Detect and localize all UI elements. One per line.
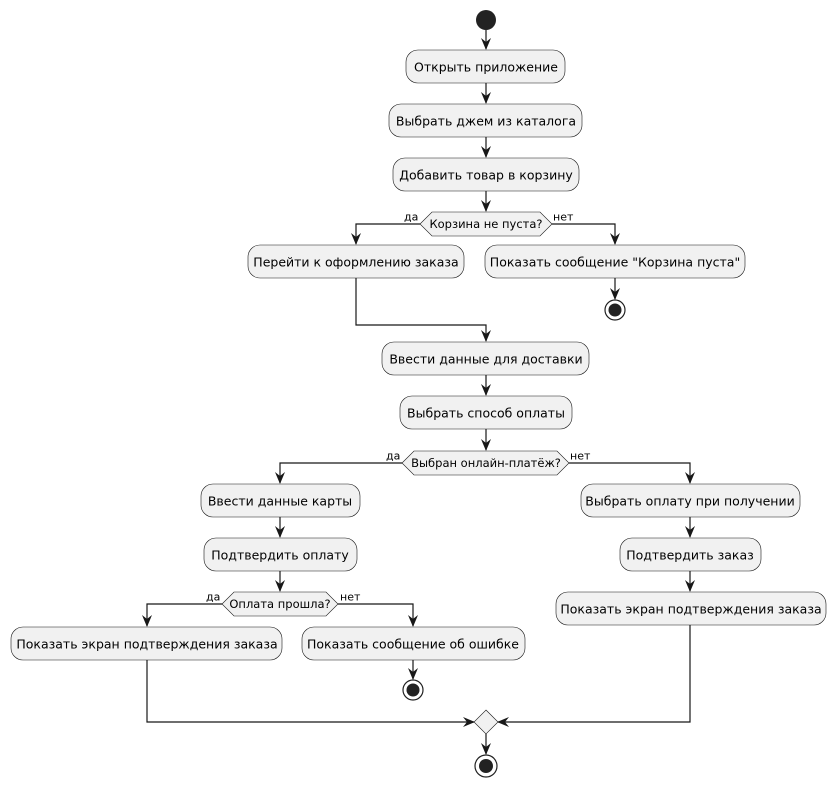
edges [142,30,695,755]
svg-text:Показать экран подтверждения з: Показать экран подтверждения заказа [560,602,821,617]
action-confirm-order: Подтвердить заказ [619,537,762,572]
svg-text:Ввести данные для доставки: Ввести данные для доставки [389,352,582,367]
guard-no: нет [570,450,591,463]
action-show-confirmation-left: Показать экран подтверждения заказа [10,626,283,661]
guard-yes: да [386,450,400,463]
svg-text:Ввести данные карты: Ввести данные карты [208,494,352,509]
action-open-app: Открыть приложение [405,49,566,84]
start-node [476,10,496,30]
action-show-error: Показать сообщение об ошибке [301,626,526,661]
svg-text:Показать сообщение об ошибке: Показать сообщение об ошибке [307,637,519,652]
action-enter-delivery: Ввести данные для доставки [381,341,590,376]
decision-cart-not-empty: Корзина не пуста? да нет [404,211,574,237]
svg-text:Перейти к оформлению заказа: Перейти к оформлению заказа [253,255,458,270]
svg-text:Показать экран подтверждения з: Показать экран подтверждения заказа [16,637,277,652]
svg-text:Выбрать оплату при получении: Выбрать оплату при получении [585,494,794,509]
guard-no: нет [553,211,574,224]
action-choose-jam: Выбрать джем из каталога [388,103,583,138]
svg-text:Подтвердить оплату: Подтвердить оплату [211,548,349,563]
action-add-to-cart: Добавить товар в корзину [392,157,580,192]
action-choose-payment: Выбрать способ оплаты [399,395,573,430]
action-go-checkout: Перейти к оформлению заказа [247,244,465,279]
guard-yes: да [404,211,418,224]
guard-no: нет [340,591,361,604]
svg-text:Оплата прошла?: Оплата прошла? [229,597,330,611]
end-node [474,754,498,778]
svg-text:Подтвердить заказ: Подтвердить заказ [626,548,754,563]
svg-text:Показать сообщение "Корзина пу: Показать сообщение "Корзина пуста" [490,255,740,270]
svg-text:Открыть приложение: Открыть приложение [414,60,558,75]
svg-text:Добавить товар в корзину: Добавить товар в корзину [399,168,573,183]
action-pay-on-delivery: Выбрать оплату при получении [580,483,801,518]
merge-node [473,709,499,735]
svg-text:Выбрать способ оплаты: Выбрать способ оплаты [407,406,565,421]
svg-text:Выбран онлайн-платёж?: Выбран онлайн-платёж? [411,456,561,470]
action-enter-card: Ввести данные карты [200,483,361,518]
svg-text:Корзина не пуста?: Корзина не пуста? [429,217,542,231]
guard-yes: да [206,591,220,604]
action-cart-empty-message: Показать сообщение "Корзина пуста" [484,244,746,279]
decision-payment-ok: Оплата прошла? да нет [206,591,361,617]
action-confirm-payment: Подтвердить оплату [203,537,358,572]
stop-node-2 [402,679,424,701]
action-show-confirmation-right: Показать экран подтверждения заказа [555,591,827,626]
svg-text:Выбрать джем из каталога: Выбрать джем из каталога [396,114,576,129]
stop-node-1 [604,299,626,321]
decision-online-payment: Выбран онлайн-платёж? да нет [386,450,591,476]
